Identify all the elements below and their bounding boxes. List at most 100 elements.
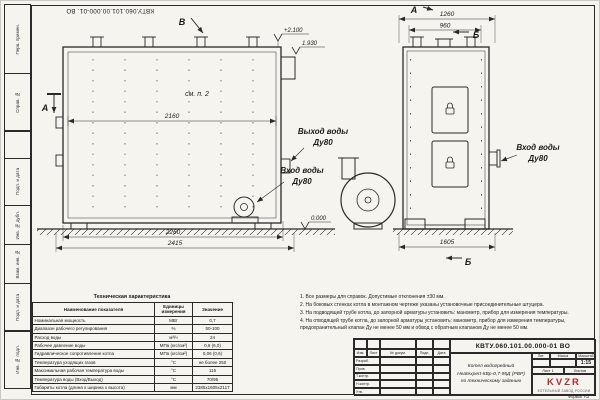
cell-units: м³/ч: [154, 332, 193, 342]
see-note-label: см. п. 2: [185, 91, 209, 98]
table-row: Диапазон рабочего регулирования%50-100: [32, 324, 233, 334]
tech-characteristics: Техническая характеристика Наименование …: [32, 293, 233, 393]
dim-1605: 1605: [440, 239, 455, 246]
inlet-flange-plate: [496, 149, 501, 168]
note-item: 1. Все размеры для справок. Допустимые о…: [300, 294, 445, 300]
col-header-value: Значение: [192, 302, 233, 317]
tb-header-docum: № докум.: [380, 349, 416, 357]
note-item: 3. На подводящей трубе котла, до запорно…: [300, 310, 569, 316]
outlet-flange: [280, 158, 291, 174]
cell-units: °С: [154, 366, 193, 376]
company-logo: KVZR КОТЕЛЬНЫЙ ЗАВОД РОССИИ: [538, 377, 591, 393]
water-inlet-right-dn: Ду80: [527, 154, 548, 163]
tb-cell: [380, 388, 416, 396]
elevation-ground: 0.000: [311, 216, 327, 222]
water-inlet-dn: Ду80: [291, 177, 312, 186]
cell-value: 50-100: [192, 324, 233, 334]
tb-cell: [416, 388, 433, 396]
cell-name: Температура воды (Вход/Выход): [32, 374, 155, 384]
inlet-flange: [488, 151, 498, 166]
cell-value: 24: [192, 332, 233, 342]
tb-doc-number: КВТУ.060.101.00.000-01 ВО: [450, 339, 596, 353]
marker-A-side: А: [410, 5, 418, 15]
cell-value: не более 250: [192, 357, 233, 368]
tech-table-title: Техническая характеристика: [93, 294, 171, 300]
company-subtitle: КОТЕЛЬНЫЙ ЗАВОД РОССИИ: [537, 389, 591, 393]
tb-cell: [380, 364, 416, 373]
note-item: 2. На боковых стенках котла в монтажном …: [300, 302, 544, 308]
cell-units: МПа (кгс/см²): [154, 340, 193, 351]
smoke-outlet-stub: [280, 56, 296, 80]
blower-fan: [338, 157, 396, 230]
drawing-frame: [31, 5, 595, 395]
callout-leaders: [256, 147, 518, 203]
cell-value: 70/95: [192, 374, 233, 384]
tb-cell: [380, 372, 416, 381]
format-label: Формат А3: [567, 394, 589, 399]
cell-name: Расход воды: [32, 332, 155, 342]
base-channel: [464, 218, 486, 230]
cell-units: МПа (кгс/см²): [154, 349, 193, 359]
cell-units: %: [154, 324, 193, 334]
tb-cell: [532, 359, 550, 367]
padlock-icon: [445, 102, 455, 115]
roof-fittings: [90, 36, 260, 48]
view-markers-front: [47, 17, 204, 113]
notes: 1. Все размеры для справок. Допустимые о…: [300, 294, 594, 333]
water-outlet-label: Выход воды: [298, 127, 348, 136]
cell-units: мм: [154, 382, 193, 393]
table-header-row: Наименование показателя Единицы измерени…: [32, 302, 233, 317]
tb-sign-prov: Пров.: [354, 364, 380, 373]
marker-B-bottom: Б: [465, 257, 472, 267]
tb-header-data: Дата: [433, 349, 450, 357]
tb-cell: [433, 339, 450, 349]
cell-value: 0,6 (6,0): [192, 340, 233, 351]
col-header-name: Наименование показателя: [32, 302, 155, 317]
tb-sign-utv: Утв.: [354, 388, 380, 396]
pump: [231, 196, 259, 224]
marker-A-front: А: [41, 103, 49, 113]
side-dimensions: [398, 15, 496, 251]
tb-cell: [367, 339, 380, 349]
tb-header-podp: Подп.: [416, 349, 433, 357]
cell-name: Габариты котла (длина х ширина х высота): [32, 382, 155, 393]
cell-name: Диапазон рабочего регулирования: [32, 324, 155, 334]
padlock-icon: [445, 156, 455, 169]
ground-line: [37, 228, 513, 235]
cell-name: Гидравлическое сопротивление котла: [32, 349, 155, 359]
cell-name: Температура уходящих газов: [32, 357, 155, 368]
side-view: [402, 36, 501, 230]
view-markers-side: [422, 5, 469, 261]
water-inlet-label: Вход воды: [280, 166, 323, 175]
cell-units: °С: [154, 374, 193, 384]
tb-header-izm: Изм.: [354, 349, 367, 357]
elevation-top: +2.100: [284, 28, 303, 34]
title-block: Изм. Лист № докум. Подп. Дата Разраб. Пр…: [353, 338, 596, 396]
tb-sheets: Листов: [564, 367, 596, 374]
col-header-units: Единицы измерения: [154, 302, 193, 317]
water-outlet-dn: Ду80: [312, 138, 333, 147]
tb-cell: [354, 339, 367, 349]
tb-mass-label: Масса: [550, 353, 576, 359]
kvzr-logo: KVZR: [547, 377, 581, 388]
dim-2160: 2160: [164, 113, 180, 120]
furnace-door: [431, 140, 469, 188]
furnace-door: [431, 86, 469, 134]
tb-cell: [380, 357, 416, 365]
tb-sign-tkontr: Т.контр.: [354, 372, 380, 381]
tb-company-cell: KVZR КОТЕЛЬНЫЙ ЗАВОД РОССИИ: [532, 374, 596, 396]
tb-cell: [416, 357, 433, 365]
product-name-line1: Котел водогрейный: [467, 364, 515, 370]
cell-name: Номинальная мощность: [32, 315, 155, 326]
left-nozzle: [55, 154, 64, 167]
front-stiffener-bolts: [92, 59, 254, 215]
tb-cell: [416, 380, 433, 389]
frame-column: Инв. № подл.: [4, 330, 31, 389]
cell-name: Максимальная рабочая температура воды: [32, 366, 155, 376]
tb-cell: [380, 380, 416, 389]
